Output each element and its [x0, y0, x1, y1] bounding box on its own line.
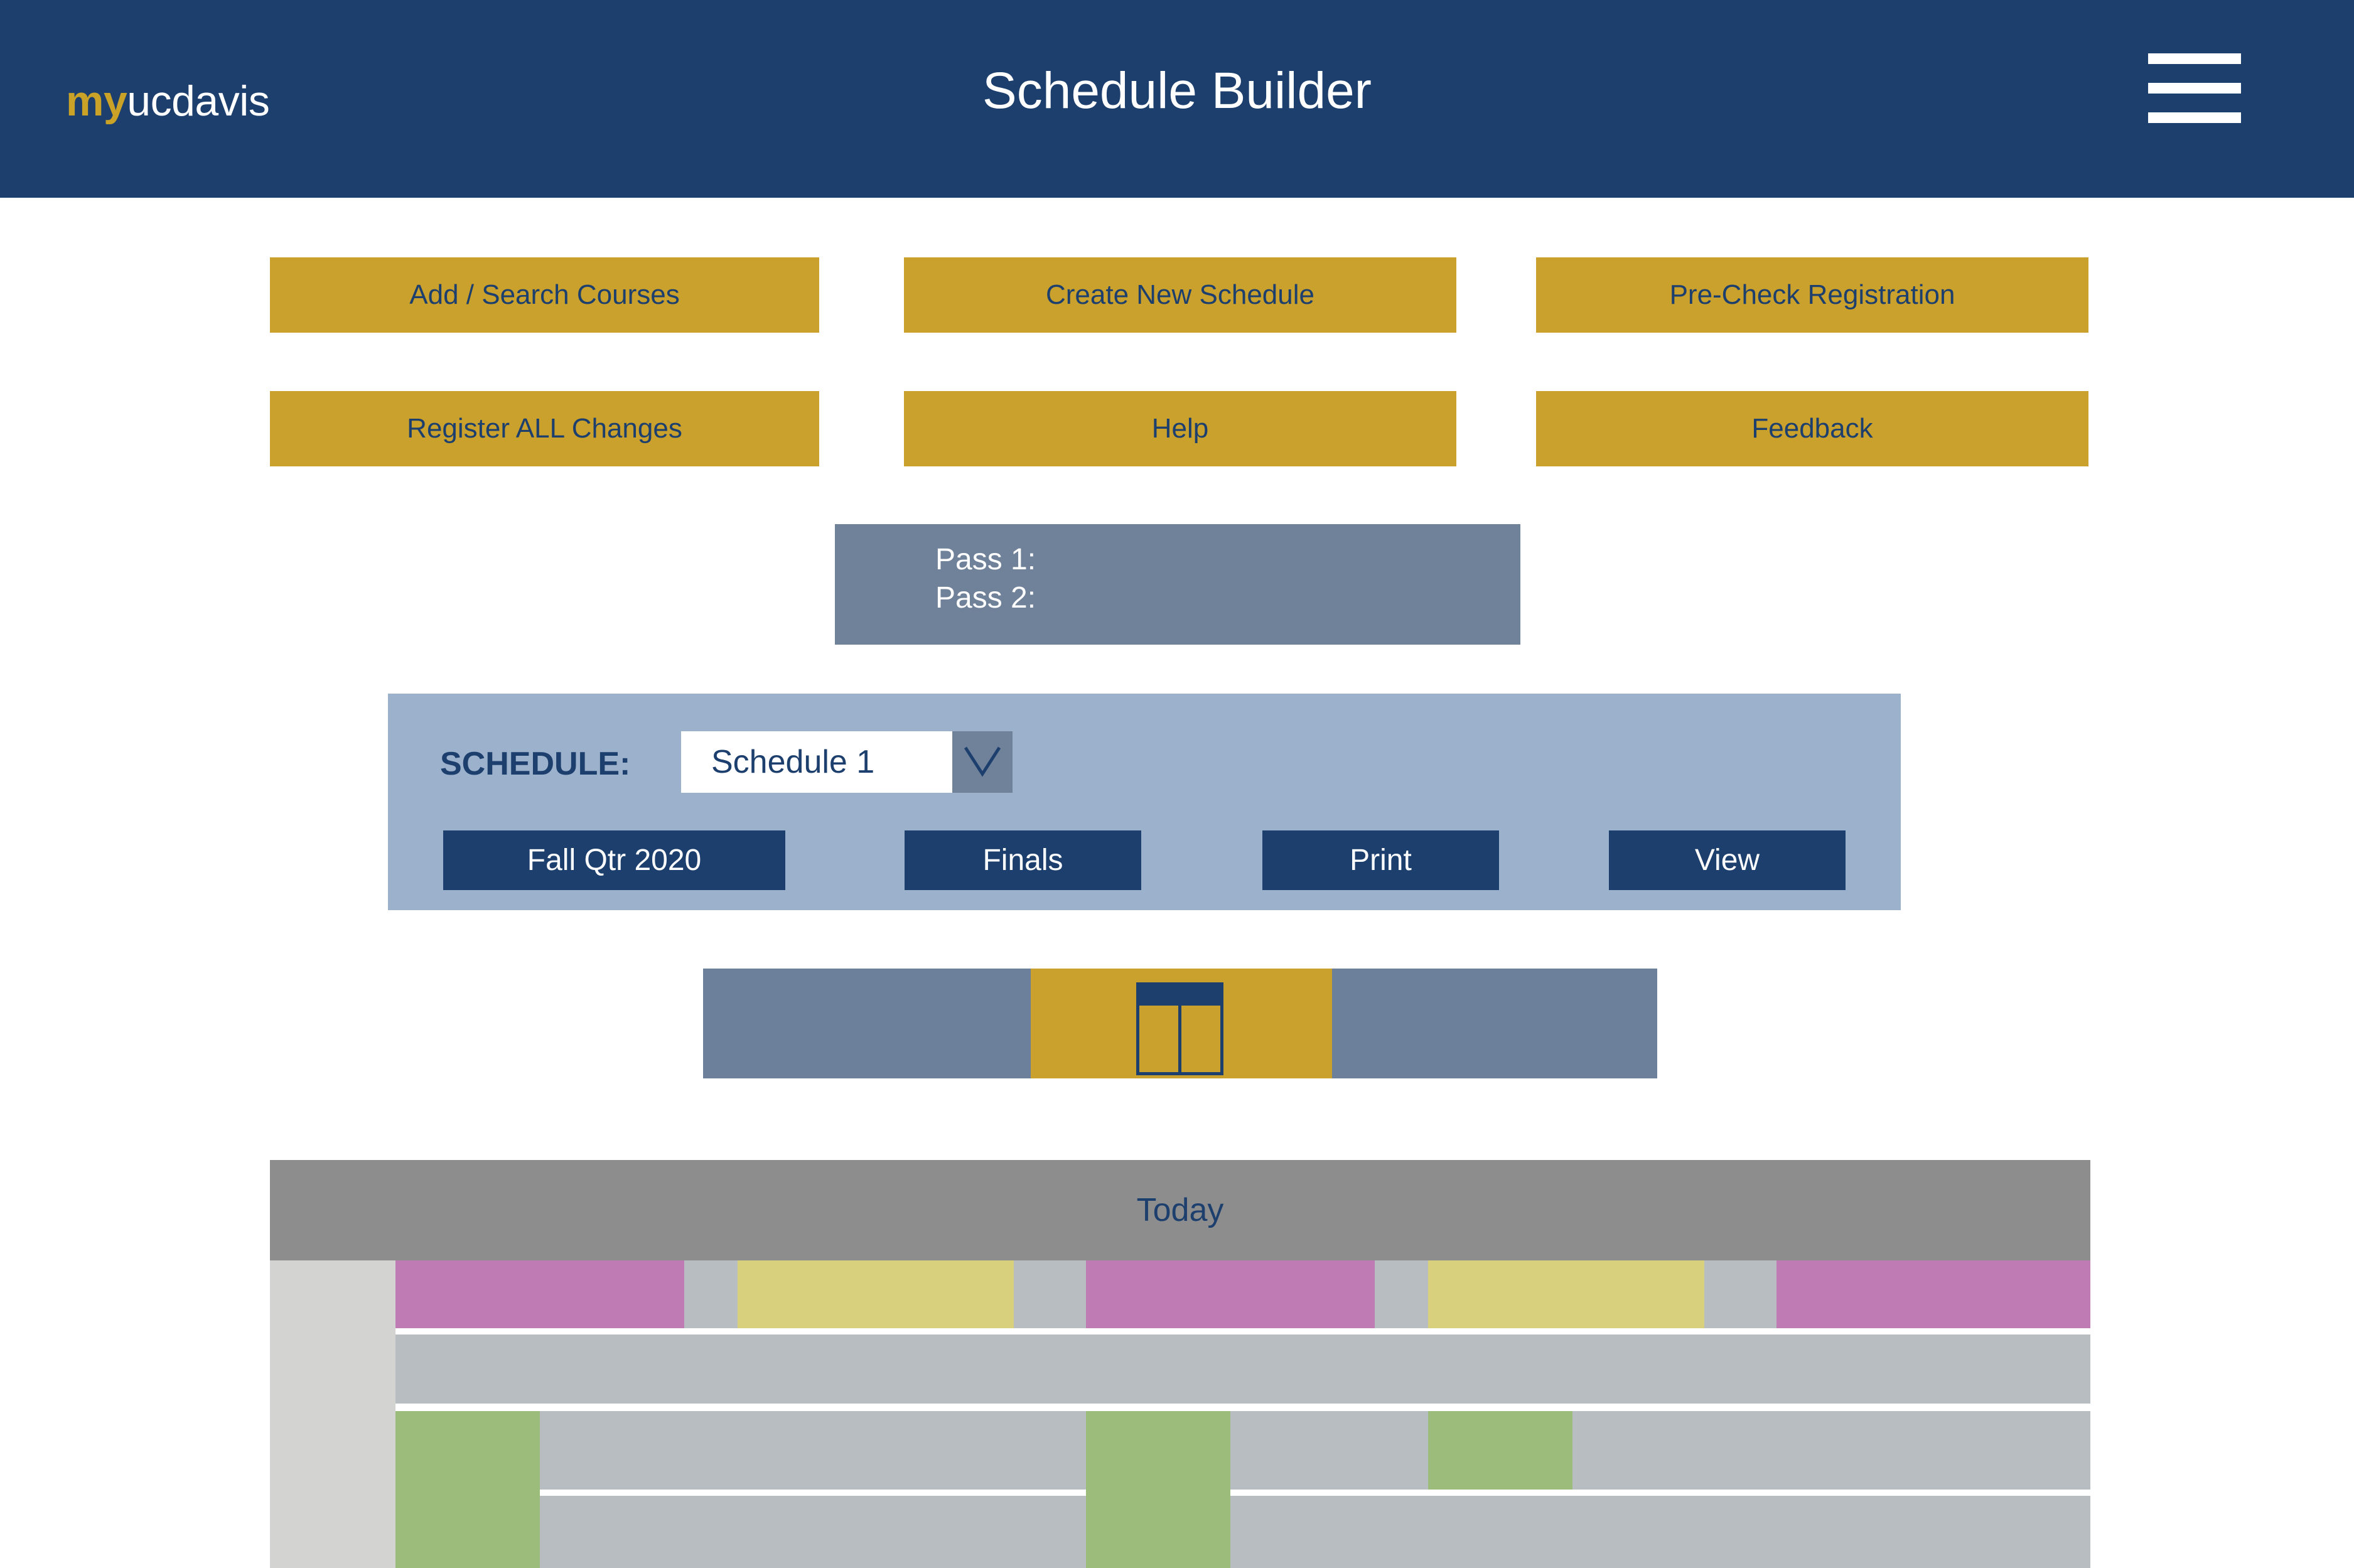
- calendar-course-block[interactable]: [1086, 1411, 1230, 1568]
- page-title: Schedule Builder: [982, 62, 1372, 119]
- app-header: myucdavis Schedule Builder: [0, 0, 2354, 198]
- calendar-course-block[interactable]: [1428, 1411, 1572, 1490]
- brand-ucdavis-text: ucdavis: [127, 77, 270, 125]
- calendar-grid: [395, 1260, 2090, 1568]
- register-all-changes-button[interactable]: Register ALL Changes: [270, 391, 819, 466]
- create-new-schedule-button[interactable]: Create New Schedule: [904, 257, 1456, 333]
- print-button[interactable]: Print: [1262, 830, 1499, 890]
- hamburger-bar-1: [2148, 53, 2241, 64]
- calendar-course-block[interactable]: [395, 1260, 684, 1328]
- calendar-empty-row: [395, 1334, 2090, 1404]
- calendar-empty-row: [395, 1496, 2090, 1568]
- schedule-panel: SCHEDULE: Schedule 1 Fall Qtr 2020 Final…: [388, 694, 1901, 910]
- calendar-course-block[interactable]: [1776, 1260, 2090, 1328]
- pass-1-label: Pass 1:: [935, 543, 1036, 576]
- schedule-select[interactable]: Schedule 1: [681, 731, 952, 793]
- hamburger-bar-2: [2148, 83, 2241, 94]
- schedule-label: SCHEDULE:: [440, 746, 631, 782]
- calendar-today-header: Today: [270, 1160, 2090, 1260]
- calendar-view-segment[interactable]: [1031, 969, 1332, 1078]
- calendar-empty-row: [395, 1411, 2090, 1490]
- chevron-down-icon[interactable]: [952, 731, 1013, 793]
- calendar-course-block[interactable]: [1086, 1260, 1375, 1328]
- grid-view-segment[interactable]: [1332, 969, 1657, 1078]
- calendar-course-block[interactable]: [738, 1260, 1014, 1328]
- view-button[interactable]: View: [1609, 830, 1846, 890]
- hamburger-bar-3: [2148, 112, 2241, 123]
- help-button[interactable]: Help: [904, 391, 1456, 466]
- calendar-icon-cell-left: [1139, 1006, 1178, 1072]
- hamburger-menu-icon[interactable]: [2148, 53, 2241, 124]
- schedule-calendar: Today: [270, 1160, 2090, 1568]
- term-button[interactable]: Fall Qtr 2020: [443, 830, 785, 890]
- calendar-icon-cell-right: [1181, 1006, 1220, 1072]
- pass-info-box: Pass 1: Pass 2:: [835, 524, 1520, 645]
- schedule-select-value: Schedule 1: [711, 744, 875, 780]
- feedback-button[interactable]: Feedback: [1536, 391, 2088, 466]
- calendar-course-block[interactable]: [395, 1411, 540, 1568]
- finals-button[interactable]: Finals: [905, 830, 1141, 890]
- calendar-time-gutter: [270, 1260, 395, 1568]
- calendar-course-block[interactable]: [1428, 1260, 1704, 1328]
- brand-my-text: my: [66, 77, 127, 125]
- pre-check-registration-button[interactable]: Pre-Check Registration: [1536, 257, 2088, 333]
- pass-2-label: Pass 2:: [935, 581, 1036, 615]
- calendar-grid-icon: [1136, 982, 1223, 1075]
- add-search-courses-button[interactable]: Add / Search Courses: [270, 257, 819, 333]
- list-view-segment[interactable]: [703, 969, 1031, 1078]
- view-toggle-bar: [703, 969, 1657, 1078]
- brand-logo[interactable]: myucdavis: [66, 77, 270, 126]
